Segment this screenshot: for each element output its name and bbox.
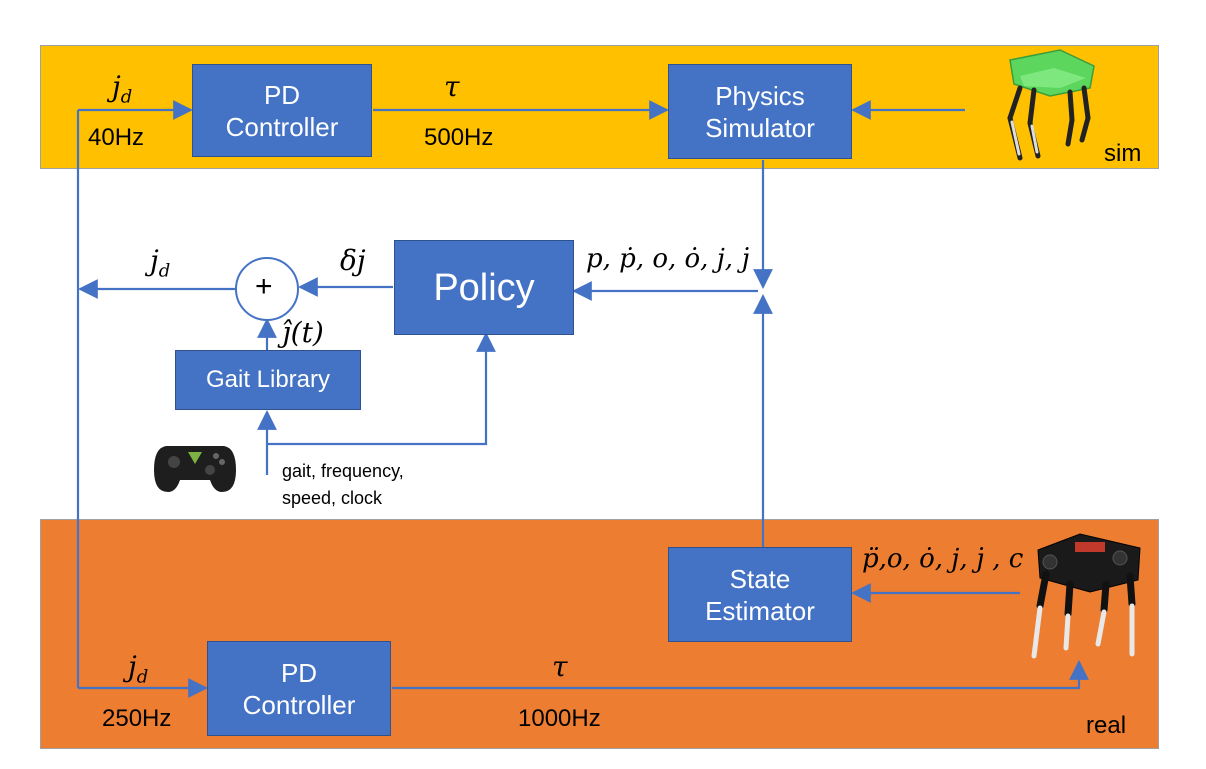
sim-pd-label: PD Controller [225,79,339,142]
wire-real-torque [392,660,1089,690]
sum-node [235,257,299,321]
real-pd-label: PD Controller [242,657,356,720]
policy-label: Policy [433,266,535,309]
sim-target-rate: 40Hz [88,124,145,151]
sim-torque-symbol: τ [444,70,460,103]
physics-simulator: Physics Simulator [668,64,852,159]
gait-library: Gait Library [175,350,361,410]
sim-band-label: sim [1104,140,1142,167]
estimator-label: State Estimator [705,563,815,626]
real-robot-icon [1031,533,1141,659]
state-estimator: State Estimator [668,547,852,642]
real-band-label: real [1086,712,1127,739]
real-torque-rate: 1000Hz [518,705,601,732]
jd-mid-symbol: jd [150,244,171,282]
physics-label: Physics Simulator [705,80,815,143]
jd-sim-symbol: jd [112,70,133,108]
sum-symbol: + [255,270,273,303]
sim-target-symbol: jd [112,70,132,108]
reference-symbol: ĵ(t) [282,316,324,349]
wire-cmd-policy [267,332,496,446]
command-text: gait, frequency, speed, clock [282,461,404,508]
jd-real-symbol: jd [128,650,149,688]
real-target-symbol: jd [128,650,148,688]
delta-symbol: δj [340,244,366,277]
gamepad-icon [154,446,236,492]
policy-block: Policy [394,240,574,335]
sim-robot-icon [1007,49,1095,161]
observation-symbol: p, ṗ, o, ȯ, j, j̇ [586,244,750,274]
real-torque-symbol: τ [552,650,568,683]
real-target-rate: 250Hz [102,705,172,732]
sensor-symbol: p̈,o, ȯ, j, j̇ , c [862,544,1024,574]
policy-out-symbol: jd [150,244,170,282]
gait-library-label: Gait Library [205,366,331,393]
real-pd-controller: PD Controller [207,641,391,736]
sim-pd-controller: PD Controller [192,64,372,157]
sim-torque-rate: 500Hz [424,124,494,151]
